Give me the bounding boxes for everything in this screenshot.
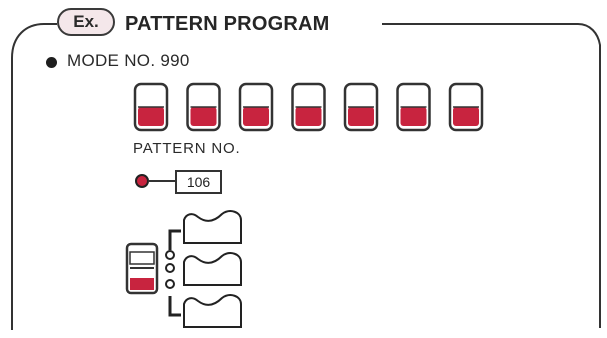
selector-digit-icon <box>125 242 159 295</box>
display-digit-icon <box>186 82 221 132</box>
pattern-number-value: 106 <box>175 170 222 194</box>
pattern-indicator-icon <box>135 174 175 188</box>
display-digit-icon <box>448 82 484 132</box>
bullet-icon <box>46 57 57 68</box>
pattern-number-label: PATTERN NO. <box>133 140 241 157</box>
display-digit-icon <box>396 82 431 132</box>
pattern-slot-options <box>183 210 242 328</box>
pattern-slot-icon <box>183 294 242 328</box>
selector-contacts-icon <box>165 250 175 289</box>
mode-label: MODE NO. 990 <box>67 51 190 70</box>
page-title: PATTERN PROGRAM <box>125 13 330 35</box>
example-badge: Ex. <box>57 8 115 36</box>
display-digit-row <box>133 82 484 132</box>
display-digit-icon <box>133 82 169 132</box>
selector-bracket-icon <box>168 229 181 317</box>
display-digit-icon <box>291 82 326 132</box>
pattern-slot-icon <box>183 252 242 286</box>
display-digit-icon <box>343 82 379 132</box>
pattern-slot-icon <box>183 210 242 244</box>
display-digit-icon <box>238 82 274 132</box>
